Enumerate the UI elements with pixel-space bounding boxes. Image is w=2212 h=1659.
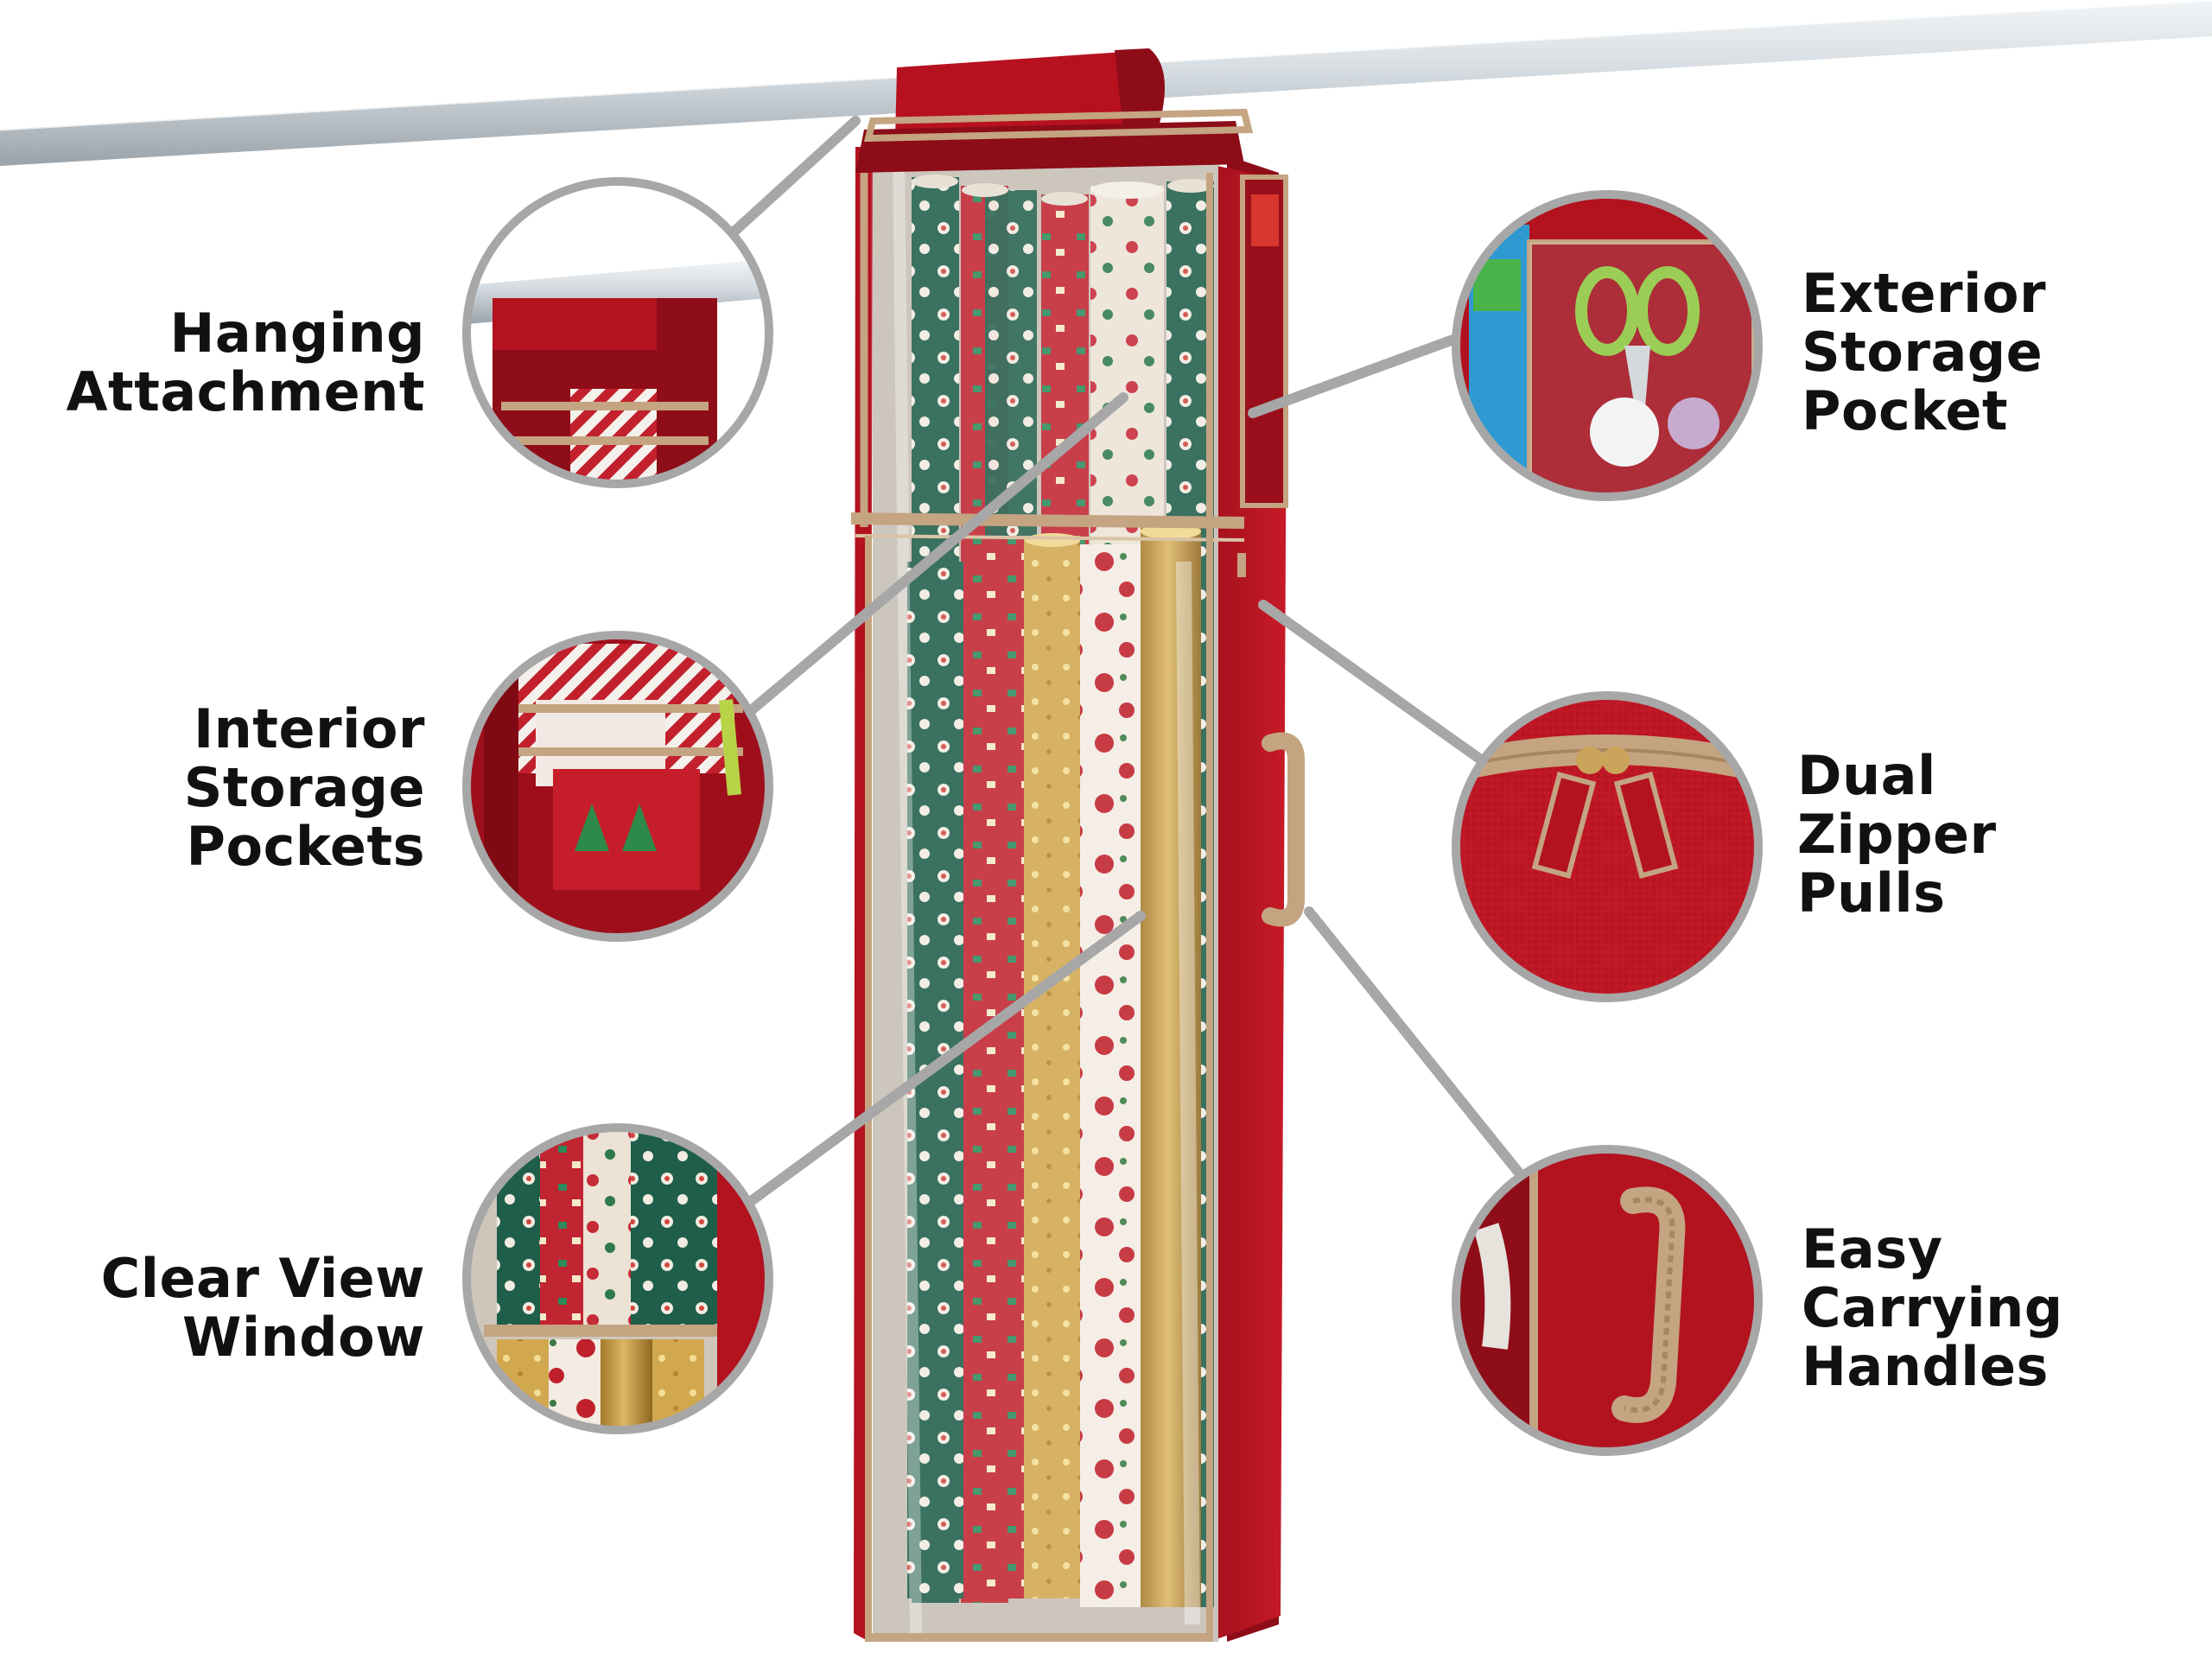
label-hanging-attachment: Hanging Attachment — [66, 302, 425, 423]
label-clear-view-window: Clear View Window — [100, 1247, 425, 1369]
carry-handle-detail-icon — [1452, 1145, 1763, 1456]
label-dual-zipper-pulls: Dual Zipper Pulls — [1797, 744, 1997, 925]
scissors-pocket-detail-icon — [1452, 190, 1763, 501]
clear-window-detail-icon — [462, 1123, 773, 1434]
label-interior-storage-pockets: Interior Storage Pockets — [183, 697, 425, 878]
callout-leader-lines — [722, 116, 1526, 1224]
wrapping-paper-storage-bag — [850, 48, 1305, 1642]
label-exterior-storage-pocket: Exterior Storage Pocket — [1802, 262, 2047, 442]
interior-pocket-detail-icon — [462, 631, 773, 942]
label-easy-carrying-handles: Easy Carrying Handles — [1802, 1217, 2063, 1398]
zipper-pulls-detail-icon — [1452, 691, 1763, 1002]
hanging-rod-detail-icon — [462, 177, 773, 488]
